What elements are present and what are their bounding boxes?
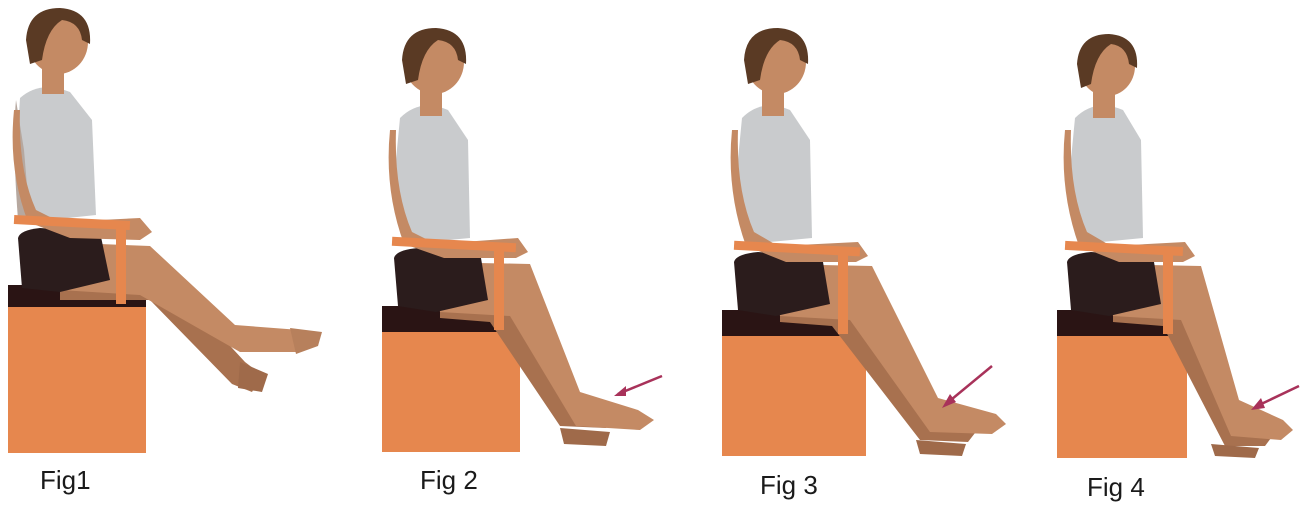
arrow-icon [942,366,992,408]
chair-box [382,330,520,452]
figure-4: Fig 4 [1045,0,1303,505]
armrest-post [838,250,848,334]
figure-caption: Fig 2 [420,465,478,496]
armrest-post [116,222,126,304]
chair-box [722,334,866,456]
armrest-post [1163,250,1173,334]
armrest-post [494,246,504,330]
seated-person-leg-lowered-illustration [1045,0,1303,505]
figure-2: Fig 2 [370,0,690,505]
figure-1: Fig1 [0,0,320,505]
figure-3: Fig 3 [710,0,1030,505]
figure-caption: Fig 4 [1087,472,1145,503]
figure-caption: Fig 3 [760,470,818,501]
arrow-icon [1251,386,1299,410]
seated-person-leg-lowered-illustration [370,0,690,505]
seated-person-leg-lowered-illustration [710,0,1030,505]
figure-caption: Fig1 [40,465,91,496]
chair-box [1057,334,1187,458]
chair-box [8,305,146,453]
arrow-icon [614,376,662,396]
seated-person-leg-extended-illustration [0,0,340,505]
